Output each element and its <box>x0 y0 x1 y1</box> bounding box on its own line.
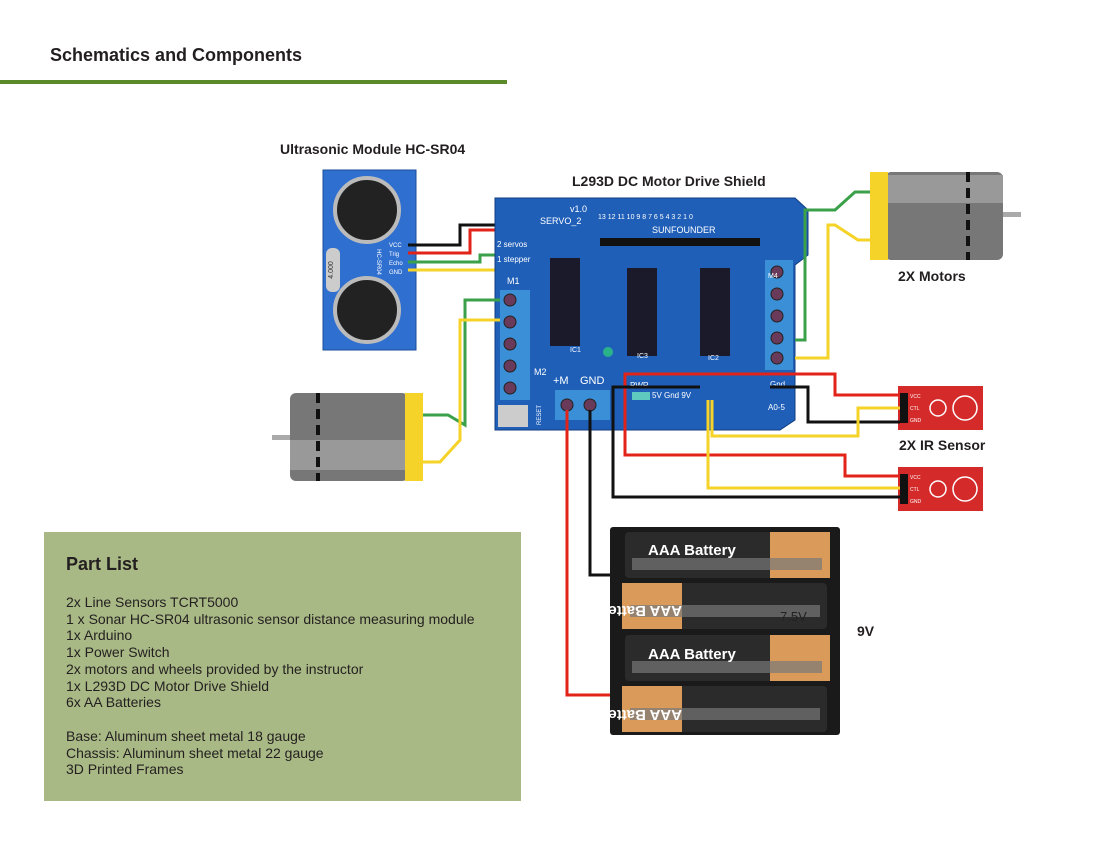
shield-servo-label: SERVO_2 <box>540 216 581 226</box>
shield-reset: RESET <box>537 405 543 425</box>
shield-servos-text: 2 servos <box>497 240 527 249</box>
led1 <box>603 347 613 357</box>
ir-sensor-2 <box>898 467 983 511</box>
chip-ic1 <box>550 258 580 346</box>
ultrasonic-label: Ultrasonic Module HC-SR04 <box>280 141 466 157</box>
shield-m4: M4 <box>768 273 778 280</box>
ir2-pin-vcc: VCC <box>910 475 921 481</box>
battery-cell-2 <box>622 583 827 629</box>
shield-digital-pins: 13 12 11 10 9 8 7 6 5 4 3 2 1 0 <box>598 214 693 221</box>
crystal-label: 4.000 <box>328 261 335 279</box>
battery-cell-3 <box>625 635 830 681</box>
battery-cell-4 <box>622 686 827 732</box>
battery-voltage-inner: 7.5V <box>780 609 807 624</box>
ir2-pin-ctl: CTL <box>910 487 920 493</box>
ultrasonic-board-text: HC-SR04 <box>375 249 381 275</box>
shield-ic2: IC2 <box>708 355 719 362</box>
shield-version: v1.0 <box>570 204 587 214</box>
shield-label: L293D DC Motor Drive Shield <box>572 173 766 189</box>
material-item: 3D Printed Frames <box>66 761 184 778</box>
battery-label-3: AAA Battery <box>648 646 736 663</box>
part-item: 2x Line Sensors TCRT5000 <box>66 594 239 610</box>
chip-ic2 <box>700 268 730 356</box>
motor-wires <box>423 190 870 464</box>
part-list-panel: Part List 2x Line Sensors TCRT5000 1 x S… <box>44 532 521 801</box>
ir2-pin-gnd: GND <box>910 499 922 505</box>
part-item: 1x Arduino <box>66 627 133 644</box>
battery-label-2: AAA Battery <box>594 602 682 619</box>
battery-cell-1 <box>625 532 830 578</box>
transducer-top <box>333 176 401 244</box>
transducer-bottom <box>333 276 401 344</box>
shield-plus-m: +M <box>553 375 569 387</box>
ir1-pin-ctl: CTL <box>910 406 920 412</box>
ultrasonic-pin-echo: Echo <box>389 261 403 267</box>
ir-sensor-label: 2X IR Sensor <box>899 437 986 453</box>
shield-power-pins: 5V Gnd 9V <box>652 391 692 400</box>
pwr-jumper[interactable] <box>632 392 650 400</box>
shield-m1: M1 <box>507 276 520 286</box>
part-item: 1x Power Switch <box>66 644 170 661</box>
motors-label: 2X Motors <box>898 268 966 284</box>
part-list-title: Part List <box>66 554 139 574</box>
ir1-pin-vcc: VCC <box>910 394 921 400</box>
motor-shield: v1.0 SERVO_2 2 servos 1 stepper 13 12 11… <box>494 197 809 431</box>
resistor-network <box>600 238 760 246</box>
chip-ic3 <box>627 268 657 356</box>
title-divider <box>0 80 507 84</box>
shield-brand: SUNFOUNDER <box>652 225 716 235</box>
part-item: 1x L293D DC Motor Drive Shield <box>66 677 270 694</box>
shield-analog: A0-5 <box>768 403 785 412</box>
ir-wires <box>611 372 900 499</box>
shield-ic1: IC1 <box>570 347 581 354</box>
crystal <box>326 248 340 292</box>
material-list: Base: Aluminum sheet metal 18 gauge Chas… <box>66 728 324 778</box>
ultrasonic-module: 4.000 HC-SR04 VCC Trig Echo GND <box>322 169 417 351</box>
battery-pack: AAA Battery AAA Battery AAA Battery AAA … <box>594 527 840 735</box>
ultrasonic-pin-vcc: VCC <box>389 243 402 249</box>
battery-wires <box>565 410 612 697</box>
shield-stepper-text: 1 stepper <box>497 255 531 264</box>
shield-gnd-right: Gnd <box>770 380 785 389</box>
shield-m2: M2 <box>534 367 547 377</box>
battery-label-4: AAA Battery <box>594 706 682 723</box>
ultrasonic-pin-gnd: GND <box>389 270 403 276</box>
part-item: 6x AA Batteries <box>66 694 161 711</box>
ir1-pin-gnd: GND <box>910 418 922 424</box>
battery-label-1: AAA Battery <box>648 542 736 559</box>
ir-sensor-1 <box>898 386 983 430</box>
ultrasonic-pin-trig: Trig <box>389 252 399 258</box>
part-list-items: 2x Line Sensors TCRT5000 1 x Sonar HC-SR… <box>66 594 475 711</box>
part-item: 1 x Sonar HC-SR04 ultrasonic sensor dist… <box>66 610 475 627</box>
shield-gnd: GND <box>580 375 605 387</box>
motor-left <box>272 393 423 481</box>
battery-voltage-label: 9V <box>857 623 875 639</box>
material-item: Chassis: Aluminum sheet metal 22 gauge <box>66 744 324 761</box>
part-item: 2x motors and wheels provided by the ins… <box>66 660 364 677</box>
material-item: Base: Aluminum sheet metal 18 gauge <box>66 728 306 744</box>
motor-right <box>870 172 1021 260</box>
page-title: Schematics and Components <box>50 45 303 65</box>
shield-ic3: IC3 <box>637 353 648 360</box>
reset-button[interactable] <box>498 405 528 427</box>
